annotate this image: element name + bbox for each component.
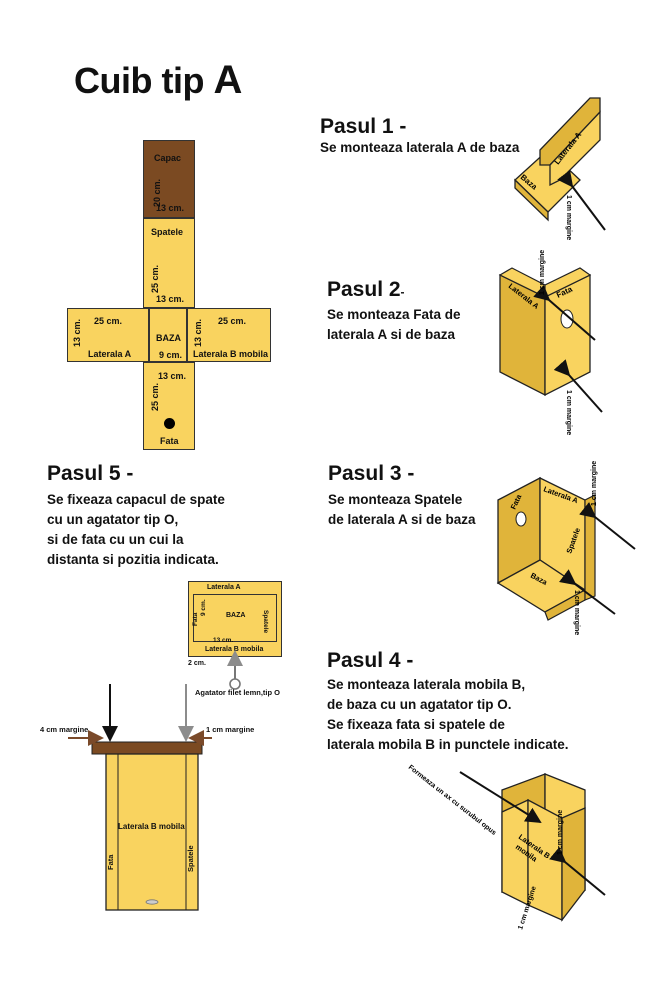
panel-laterala-b: 13 cm. 25 cm. Laterala B mobila: [187, 308, 271, 362]
fig3-margin-bottom-label: 1 cm margine: [573, 590, 580, 635]
fig3-margin-top-label: 1 cm margine: [591, 461, 598, 506]
step4-heading: Pasul 4 -: [327, 649, 414, 672]
step3-heading: Pasul 3 -: [328, 462, 415, 485]
panel-capac: Capac 20 cm. 13 cm.: [143, 140, 195, 218]
fig5-margin-4cm: 4 cm margine: [40, 725, 89, 734]
step4-text: Se monteaza laterala mobila B,de baza cu…: [327, 677, 569, 752]
fig5-side-spatele-label: Spatele: [186, 845, 195, 872]
fig1-margin-label: 1 cm margine: [565, 195, 572, 240]
entrance-hole: [164, 418, 175, 429]
step1-text: Se monteaza laterala A de baza: [320, 140, 520, 155]
fig2-margin-bottom-label: 1 cm margine: [565, 390, 572, 435]
fig5-side-laterala-label: Laterala B mobila: [118, 822, 185, 831]
panel-spatele: Spatele 25 cm. 13 cm.: [143, 218, 195, 308]
fig2-margin-top-label: 1 cm margine: [539, 250, 546, 295]
fig5-side-fata-label: Fata: [106, 854, 115, 870]
page-title: Cuib tip A: [74, 58, 242, 102]
fig5-dim-2cm: 2 cm.: [188, 660, 206, 667]
fig5-margin-1cm: 1 cm margine: [206, 725, 255, 734]
panel-laterala-a: 13 cm. 25 cm. Laterala A: [67, 308, 149, 362]
step2-heading: Pasul 2-: [327, 278, 405, 301]
step1-heading: Pasul 1 -: [320, 115, 407, 138]
step5-heading: Pasul 5 -: [47, 462, 134, 485]
panel-baza: BAZA 9 cm.: [149, 308, 187, 362]
fig5-top-view: Laterala A Fata 9 cm. BAZA Spatele 13 cm…: [188, 581, 282, 657]
fig5-hook-label: Agatator filet lemn,tip O: [195, 688, 281, 697]
panel-fata: 13 cm. 25 cm. Fata: [143, 362, 195, 450]
fig4-margin-top-label: 1 cm margine: [557, 810, 564, 855]
